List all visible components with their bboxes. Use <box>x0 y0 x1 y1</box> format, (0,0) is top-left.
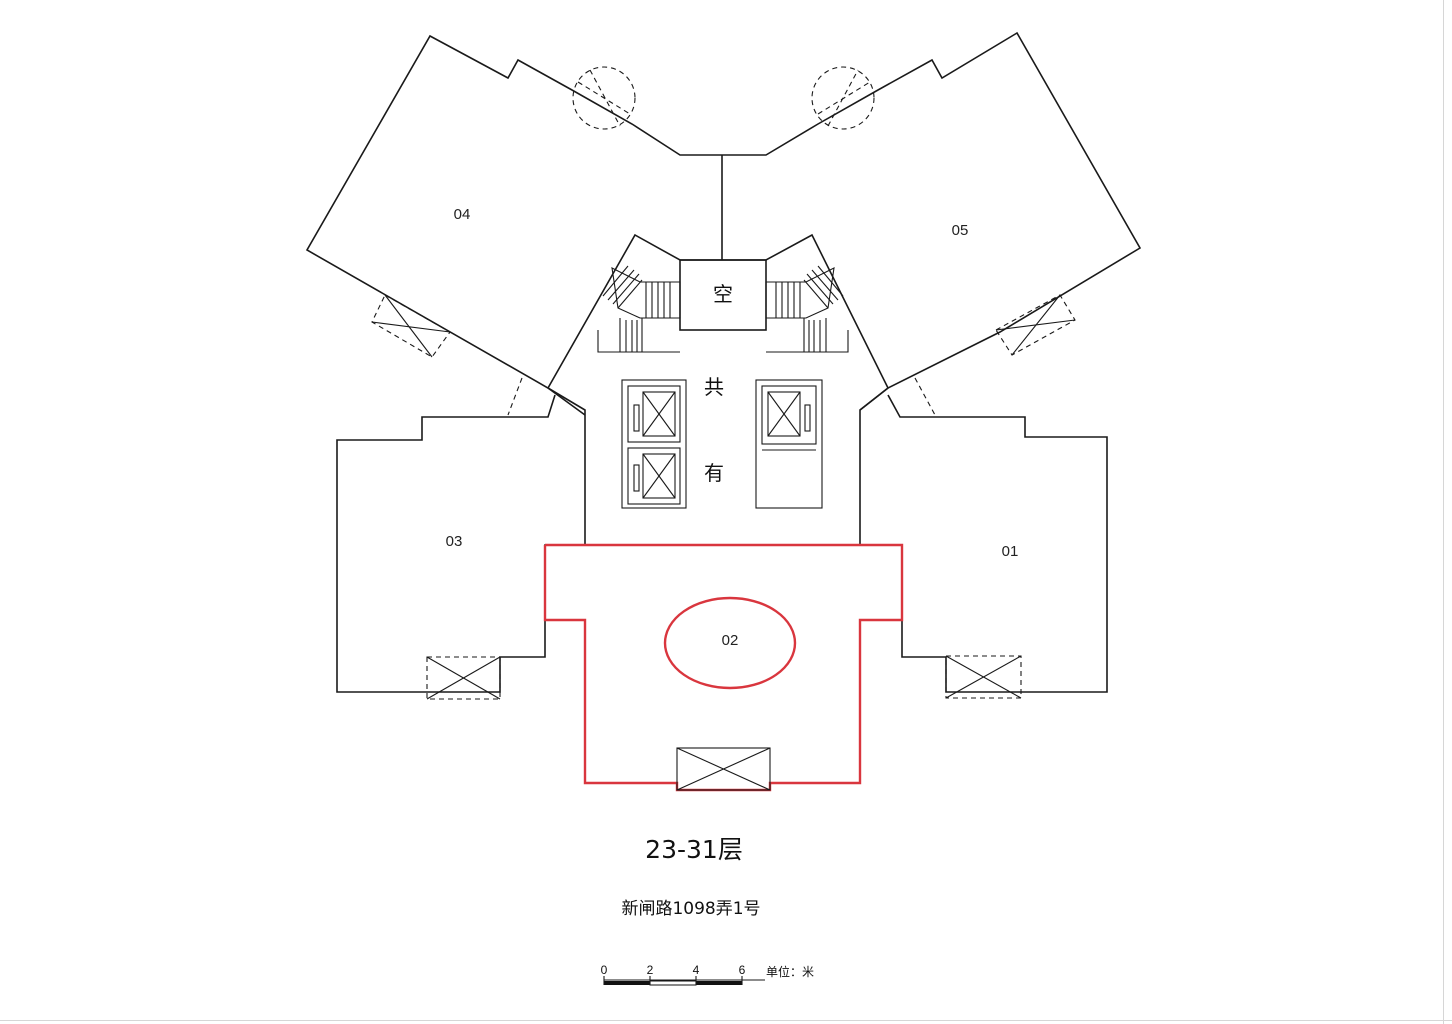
unit-02-highlight-circle <box>663 596 797 690</box>
unit-02-outline <box>543 543 904 792</box>
core-label-kong: 空 <box>713 282 733 306</box>
unit-05-outline <box>722 31 1142 416</box>
unit-03-label: 03 <box>446 533 463 550</box>
scale-unit-label: 单位：米 <box>766 964 814 979</box>
scale-tick-4: 4 <box>693 963 700 977</box>
core-label-you: 有 <box>704 461 724 485</box>
scale-tick-2: 2 <box>647 963 654 977</box>
unit-04-outline <box>305 34 722 416</box>
core-label-gong: 共 <box>704 375 724 399</box>
unit-04-label: 04 <box>454 206 471 223</box>
core-area <box>547 233 889 509</box>
unit-01-outline <box>859 387 1108 699</box>
page-edge-right <box>1443 0 1444 1024</box>
scale-tick-6: 6 <box>739 963 746 977</box>
floor-range-title: 23-31层 <box>645 835 743 864</box>
unit-01-label: 01 <box>1002 543 1019 560</box>
unit-05-label: 05 <box>952 222 969 239</box>
scale-bar: 0 2 4 6 单位：米 <box>601 963 814 986</box>
page-edge-bottom <box>0 1020 1452 1021</box>
building-address: 新闸路1098弄1号 <box>621 899 761 919</box>
scale-tick-0: 0 <box>601 963 608 977</box>
unit-02-label: 02 <box>722 632 739 649</box>
